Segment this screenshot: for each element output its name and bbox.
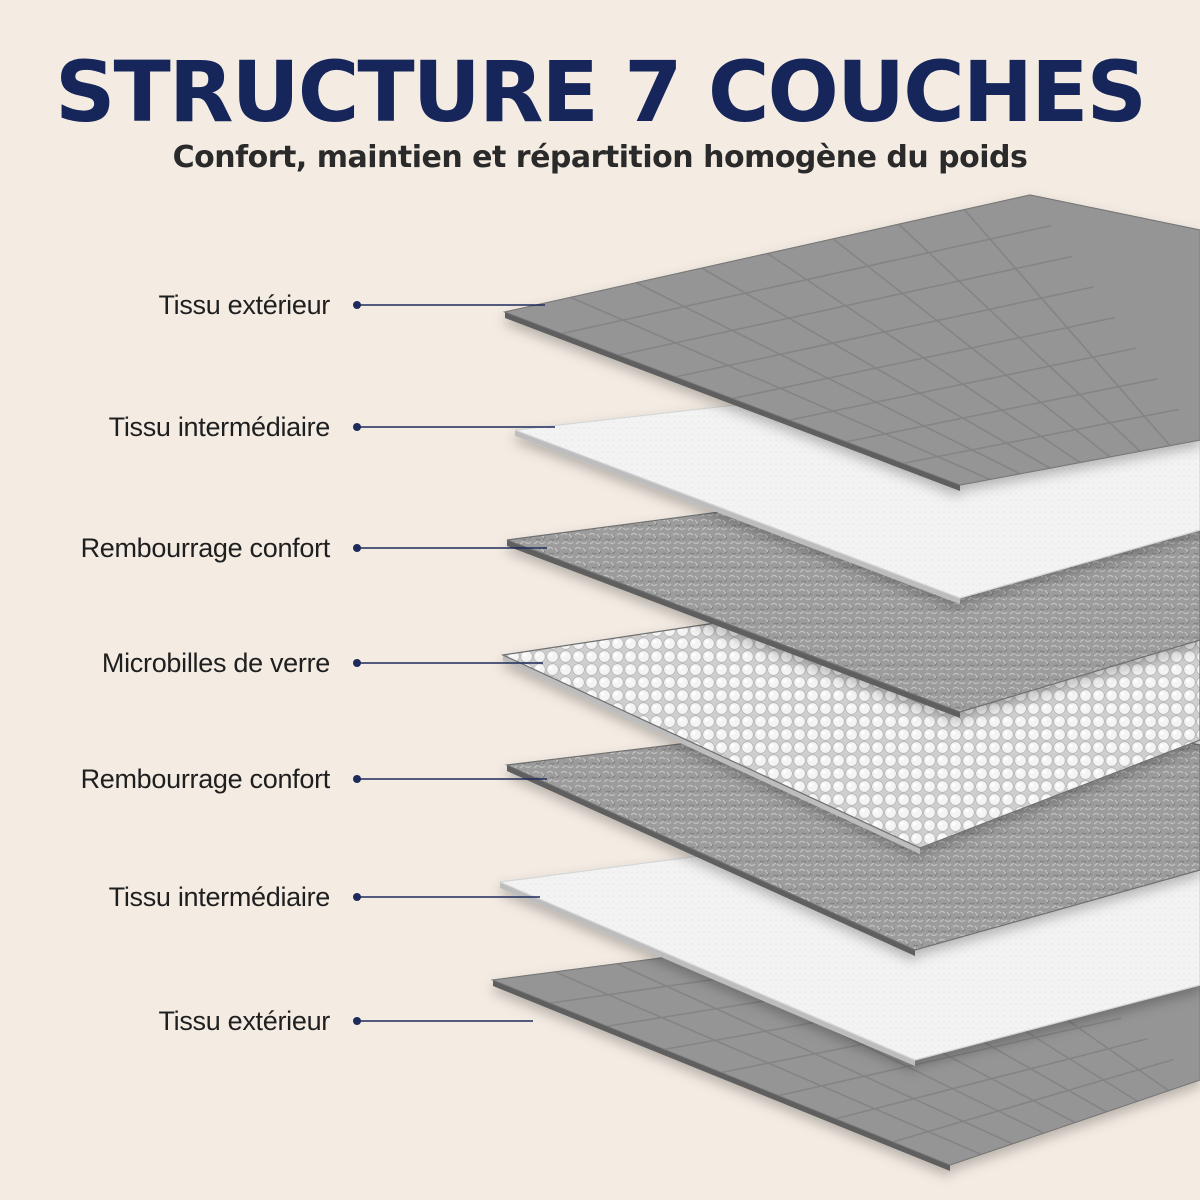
layer-edge <box>500 882 915 1066</box>
connector-4 <box>353 659 543 667</box>
layer-label-1: Tissu extérieur <box>158 290 330 320</box>
connector-7 <box>353 1017 533 1025</box>
connector-5 <box>353 775 547 783</box>
layer-label-2: Tissu intermédiaire <box>108 412 331 442</box>
subtitle: Confort, maintien et répartition homogèn… <box>172 140 1028 175</box>
layer-label-5: Rembourrage confort <box>80 764 331 794</box>
connector-2 <box>353 423 555 431</box>
layer-1-quilted-fabric <box>502 194 1200 491</box>
layer-edge <box>493 980 950 1171</box>
connector-6 <box>353 893 540 901</box>
layer-edge <box>507 540 960 718</box>
layer-label-7: Tissu extérieur <box>158 1006 330 1036</box>
connector-1 <box>353 301 545 309</box>
layer-edge <box>507 765 915 956</box>
fabric-sheen <box>505 195 1200 485</box>
title: STRUCTURE 7 COUCHES <box>55 43 1147 141</box>
layer-edge <box>503 655 920 854</box>
layer-label-6: Tissu intermédiaire <box>108 882 331 912</box>
layer-edge <box>515 430 960 604</box>
connector-3 <box>353 544 547 552</box>
layer-label-3: Rembourrage confort <box>80 533 331 563</box>
layer-label-4: Microbilles de verre <box>101 648 330 678</box>
layer-edge <box>505 312 960 491</box>
